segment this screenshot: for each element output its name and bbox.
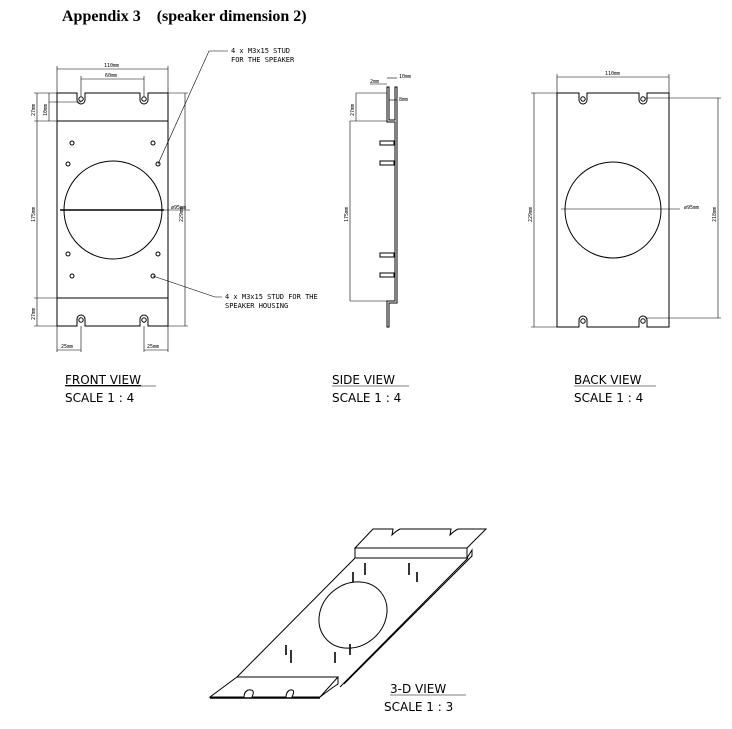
dim-stud-span: 218mm (712, 207, 718, 222)
side-view-label: SIDE VIEW (332, 373, 395, 387)
dim-top: 27mm (350, 104, 356, 116)
front-view-scale: SCALE 1 : 4 (65, 391, 134, 405)
back-view-label: BACK VIEW (574, 373, 642, 387)
dim-top-flange: 27mm (31, 104, 37, 116)
stud-marks (285, 563, 418, 663)
dim-width: 110mm (605, 71, 620, 77)
iso-view-label: 3-D VIEW (390, 682, 446, 696)
iso-view: 3-D VIEW SCALE 1 : 3 (208, 528, 488, 714)
note-housing-stud-2: SPEAKER HOUSING (225, 302, 288, 310)
dim-total: 229mm (179, 207, 185, 222)
note-speaker-stud-2: FOR THE SPEAKER (231, 56, 295, 64)
side-view: 10mm 2mm 8mm 27mm 175mm SIDE VIEW SCALE … (332, 74, 411, 405)
dim-body: 175mm (31, 207, 37, 222)
dim-left-offset: 25mm (61, 344, 73, 350)
page-title: Appendix 3 (speaker dimension 2) (62, 8, 307, 25)
dim-hole: ø95mm (684, 205, 699, 211)
dim-slot-spacing: 60mm (105, 73, 117, 79)
dim-total: 229mm (528, 207, 534, 222)
dim-right-offset: 25mm (147, 344, 159, 350)
iso-view-scale: SCALE 1 : 3 (384, 700, 453, 714)
dim-flange: 10mm (399, 74, 411, 80)
mounting-holes (65, 140, 161, 279)
dim-offset: 8mm (399, 97, 408, 103)
note-housing-stud-1: 4 x M3x15 STUD FOR THE (225, 293, 318, 301)
dim-body: 175mm (344, 207, 350, 222)
front-view-label: FRONT VIEW (65, 373, 141, 387)
back-view: 110mm 229mm ø95mm 218mm BACK VIEW SCALE … (528, 71, 721, 405)
note-speaker-stud-1: 4 x M3x15 STUD (231, 47, 290, 55)
dim-width: 110mm (104, 63, 119, 69)
back-view-scale: SCALE 1 : 4 (574, 391, 643, 405)
dim-bottom-flange: 27mm (31, 308, 37, 320)
front-view: 110mm 60mm 27mm 10mm 175mm 229mm ø95mm 2… (31, 47, 318, 405)
dim-thickness: 2mm (370, 79, 379, 85)
dim-hole: ø95mm (171, 205, 186, 211)
side-view-scale: SCALE 1 : 4 (332, 391, 401, 405)
dim-slot-depth: 10mm (43, 104, 49, 116)
